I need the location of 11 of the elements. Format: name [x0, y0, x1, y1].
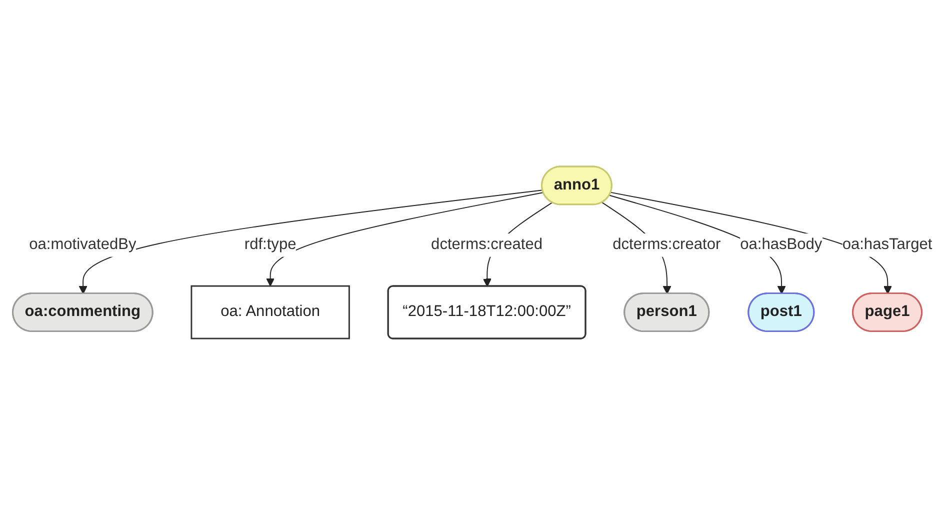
arrow: [78, 190, 544, 294]
edge-label: oa:hasTarget: [842, 236, 932, 253]
edge-label: rdf:type: [244, 236, 296, 253]
arrow: [609, 194, 786, 294]
edge-label: oa:motivatedBy: [29, 236, 136, 253]
arrow: [610, 192, 892, 294]
edge-label: oa:hasBody: [740, 236, 822, 253]
edge-label: dcterms:creator: [612, 236, 721, 253]
arrow: [266, 192, 544, 286]
edge-label: dcterms:created: [431, 236, 543, 253]
node-box: oa: Annotation: [190, 285, 350, 340]
